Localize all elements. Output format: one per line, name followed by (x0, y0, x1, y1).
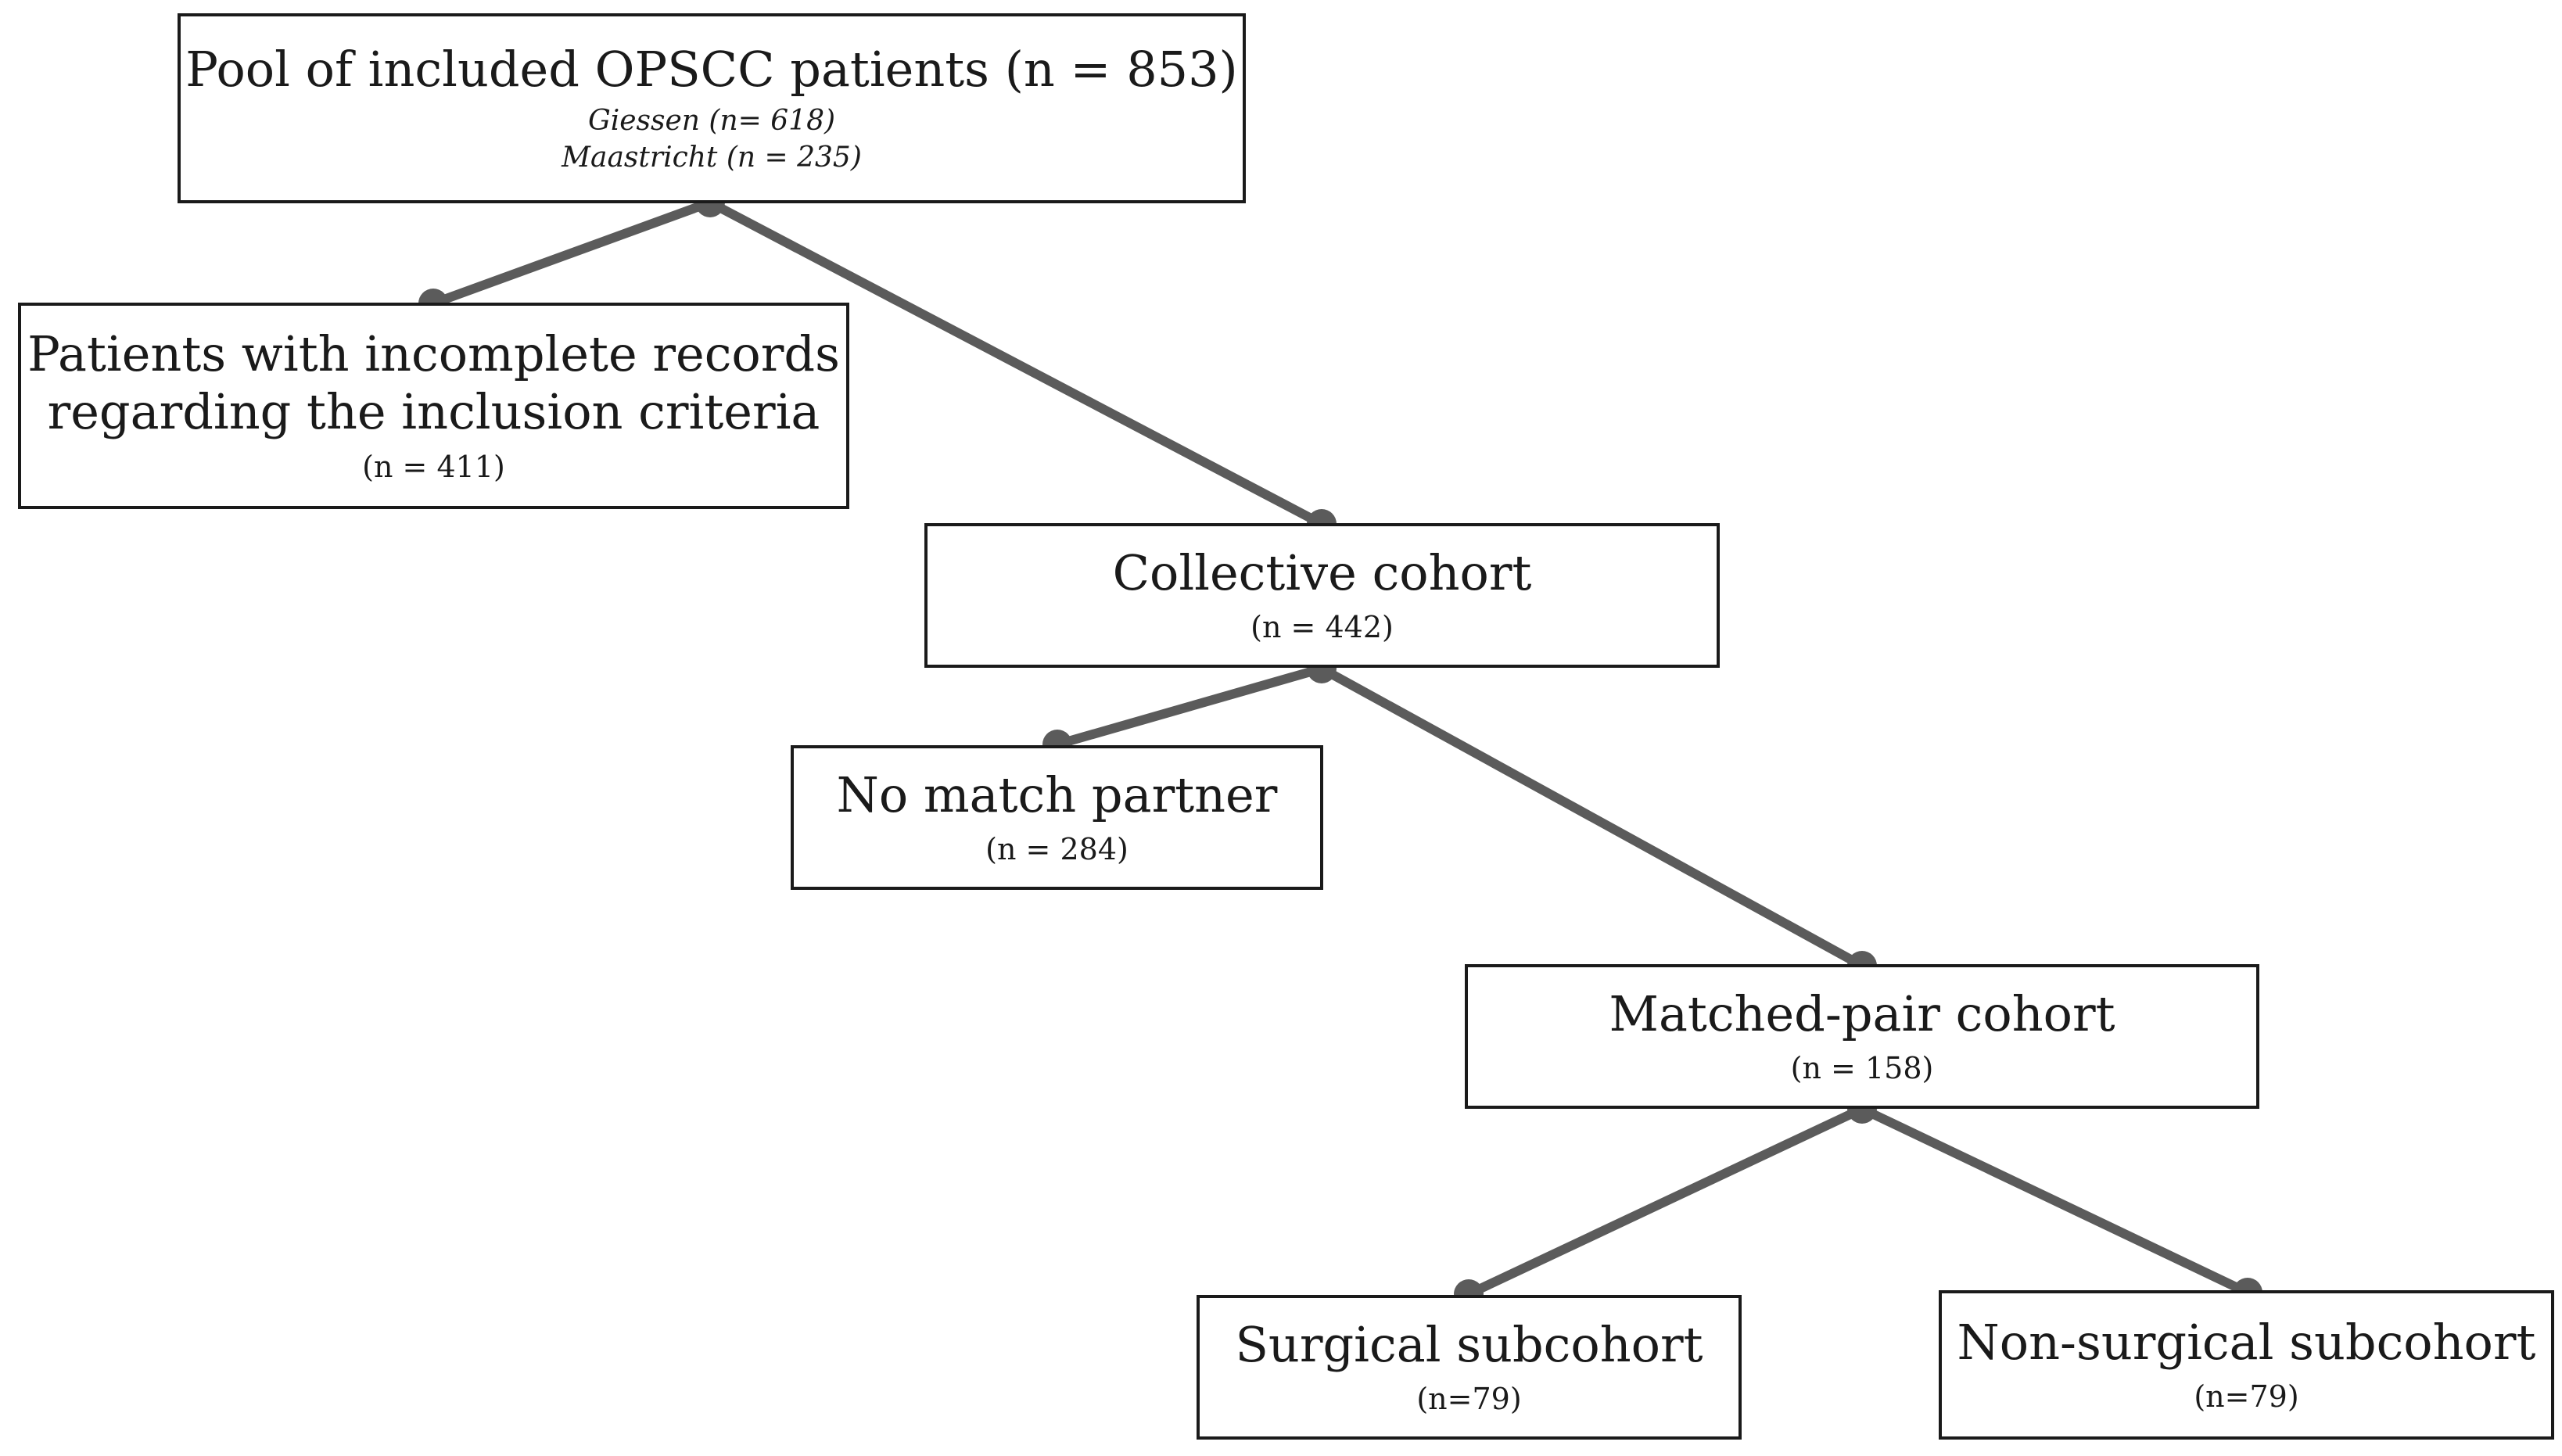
connector-collective-to-matched (1317, 664, 1867, 970)
matched-count: (n = 158) (1790, 1051, 1934, 1085)
non-surgical-subcohort-box: Non-surgical subcohort (n=79) (1939, 1290, 2554, 1440)
connector-matched-to-nonsurgical (1857, 1104, 2252, 1297)
connector-collective-to-nomatch (1053, 664, 1326, 749)
incomplete-line-1: Patients with incomplete records (27, 325, 840, 382)
matched-pair-box: Matched-pair cohort (n = 158) (1465, 964, 2259, 1109)
surgical-title: Surgical subcohort (1235, 1315, 1703, 1373)
surgical-subcohort-box: Surgical subcohort (n=79) (1197, 1295, 1742, 1440)
no-match-box: No match partner (n = 284) (791, 745, 1323, 890)
incomplete-records-box: Patients with incomplete records regardi… (18, 303, 849, 509)
incomplete-count: (n = 411) (362, 449, 505, 484)
matched-title: Matched-pair cohort (1609, 984, 2115, 1042)
pool-site-maastricht: Maastricht (n = 235) (562, 141, 862, 174)
connector-matched-to-surgical (1464, 1104, 1867, 1299)
non-surgical-title: Non-surgical subcohort (1957, 1313, 2536, 1371)
pool-title: Pool of included OPSCC patients (n = 853… (185, 40, 1238, 98)
incomplete-line-2: regarding the inclusion criteria (47, 383, 820, 441)
pool-site-giessen: Giessen (n= 618) (587, 104, 836, 137)
no-match-count: (n = 284) (985, 832, 1128, 866)
collective-title: Collective cohort (1112, 543, 1532, 601)
no-match-title: No match partner (836, 766, 1278, 823)
pool-box: Pool of included OPSCC patients (n = 853… (178, 13, 1246, 203)
non-surgical-count: (n=79) (2194, 1379, 2299, 1414)
collective-cohort-box: Collective cohort (n = 442) (924, 523, 1720, 668)
connector-pool-to-collective (705, 198, 1326, 529)
connector-pool-to-incomplete (429, 198, 715, 308)
surgical-count: (n=79) (1416, 1382, 1522, 1416)
collective-count: (n = 442) (1250, 610, 1394, 644)
